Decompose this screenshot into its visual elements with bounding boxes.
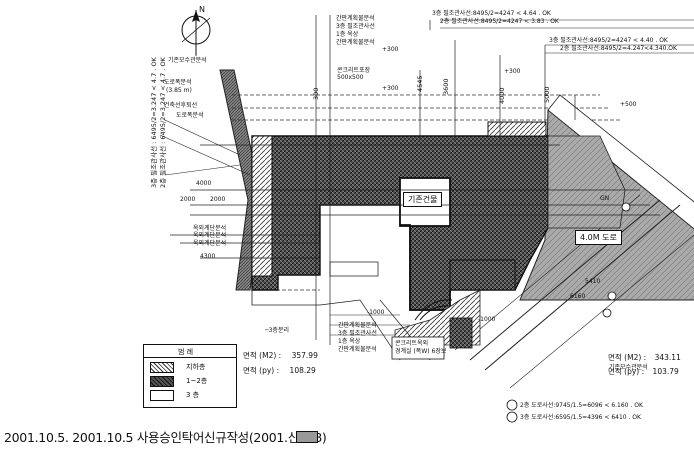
legend-item-floor3: 3 층 xyxy=(150,390,230,401)
concrete-label-2: 500x500 xyxy=(337,74,364,81)
left-callout-mid1: 도로폭분석 xyxy=(164,79,192,86)
dim-15: 4000 xyxy=(498,87,506,104)
area-right-py-value: 103.79 xyxy=(652,367,679,376)
left-callout-mid2: (3.85 m) xyxy=(166,87,192,94)
left-callout-top: 기존모수관분석 xyxy=(168,57,207,64)
area-left-m2: 면적 (M2) : 357.99 xyxy=(243,350,318,361)
legend-item-basement: 지하층 xyxy=(150,362,230,373)
left-callout-mid3: 건축선후퇴선 xyxy=(164,102,198,109)
legend-label-floor3: 3 층 xyxy=(186,391,200,399)
dim-1: +300 xyxy=(382,46,399,53)
top-note-stack: 간판계획물분석 3층 필조관사선 1층 옥상 간판계획물분석 xyxy=(336,15,375,47)
concrete-bottom-1: 콘크리트옥외 xyxy=(395,340,429,347)
dim-7: 2000 xyxy=(180,196,196,203)
legend-swatch-floor12 xyxy=(150,376,174,387)
legend-swatch-floor3 xyxy=(150,390,174,401)
area-left-m2-label: 면적 (M2) : xyxy=(243,351,282,360)
bottom-left-note: ─3층분리 xyxy=(265,327,289,334)
dim-10: 6160 xyxy=(570,293,586,300)
bottom-note-3: 1층 옥상 xyxy=(338,338,361,345)
area-right-m2: 면적 (M2) : 343.11 xyxy=(608,352,681,363)
left-callout-low2: 옥외계단분석 xyxy=(193,232,227,239)
legend-item-floor12: 1~2층 xyxy=(150,376,230,387)
left-vertical-note-2: 2층 필조관사선 : 6495/2=3.247 < 4.7 . OK xyxy=(159,57,167,188)
dim-11: -1000 xyxy=(367,309,385,316)
area-right-m2-value: 343.11 xyxy=(654,353,681,362)
road-note-1: 2층 도로사선:9745/1.5=6096 < 6.160 . OK xyxy=(520,402,643,409)
stamp-mark xyxy=(296,431,318,443)
area-left-m2-value: 357.99 xyxy=(291,351,318,360)
concrete-label-1: 콘크리트포장 xyxy=(337,67,371,74)
road-note-2: 3층 도로사선:6595/1.5=4396 < 6410 . OK xyxy=(520,414,641,421)
area-right-m2-label: 면적 (M2) : xyxy=(608,353,647,362)
legend-swatch-basement xyxy=(150,362,174,373)
concrete-bottom-2: 경계실 (폭W) 6장보 xyxy=(395,348,447,355)
footer-title: 2001.10.5. 2001.10.5 사용승인탁어신규작성(2001.신12… xyxy=(4,430,327,445)
legend-label-floor12: 1~2층 xyxy=(186,377,208,385)
area-left-py-value: 108.29 xyxy=(289,366,316,375)
dim-14: 3600 xyxy=(442,78,450,95)
bottom-note-4: 간판계획물분석 xyxy=(338,346,377,353)
dim-4: +300 xyxy=(382,85,399,92)
dim-16: 5000 xyxy=(543,86,551,103)
bottom-note-1: 간판계획물분석 xyxy=(338,322,377,329)
right-low-callout: 기존모수관분석 xyxy=(609,364,648,371)
dim-8: 4300 xyxy=(200,253,216,260)
legend-title: 범 례 xyxy=(178,348,194,356)
dim-2: +300 xyxy=(504,68,521,75)
road-label: 4.0M 도로 xyxy=(575,230,622,245)
north-label: N xyxy=(199,5,205,14)
top-note-2: 3층 필조관사선 xyxy=(336,23,375,30)
dim-13: 4545 xyxy=(416,75,424,92)
callout-top-4: 2층 필조관사선:8495/2=4.247<4.340.OK xyxy=(560,45,677,52)
area-left-py-label: 면적 (py) : xyxy=(243,366,280,375)
dim-6: 2000 xyxy=(210,196,226,203)
dim-9: 5410 xyxy=(585,278,601,285)
area-right-py-label: 면적 (py) : xyxy=(608,367,645,376)
left-callout-mid4: 도로폭분석 xyxy=(176,112,204,119)
top-note-3: 1층 옥상 xyxy=(336,31,359,38)
top-note-1: 간판계획물분석 xyxy=(336,15,375,22)
legend-box: 범 례 지하층 1~2층 3 층 xyxy=(143,344,237,408)
left-callout-low3: 옥외계단분석 xyxy=(193,240,227,247)
area-left-py: 면적 (py) : 108.29 xyxy=(243,365,316,376)
dim-12: -1000 xyxy=(478,316,496,323)
bottom-note-2: 3층 필조관사선 xyxy=(338,330,377,337)
callout-top-2: 2층 필조관사선:8495/2=4247 < 3.83 . OK xyxy=(440,18,559,25)
dim-18: GN xyxy=(600,195,610,202)
dim-5: 4000 xyxy=(196,180,212,187)
dim-17: 300 xyxy=(312,87,320,100)
legend-label-basement: 지하층 xyxy=(186,363,206,371)
bottom-note-stack: 간판계획물분석 3층 필조관사선 1층 옥상 간판계획물분석 xyxy=(338,322,377,354)
callout-top-1: 3층 필조관사선:8495/2=4247 < 4.64 . OK xyxy=(432,10,551,17)
left-callout-low1: 옥외계단분석 xyxy=(193,225,227,232)
callout-top-3: 3층 필조관사선:8495/2=4247 < 4.40 . OK xyxy=(549,37,668,44)
top-note-4: 간판계획물분석 xyxy=(336,39,375,46)
dim-3: +500 xyxy=(620,101,637,108)
area-right-py: 면적 (py) : 103.79 xyxy=(608,366,679,377)
building-label: 기존건물 xyxy=(403,192,443,207)
